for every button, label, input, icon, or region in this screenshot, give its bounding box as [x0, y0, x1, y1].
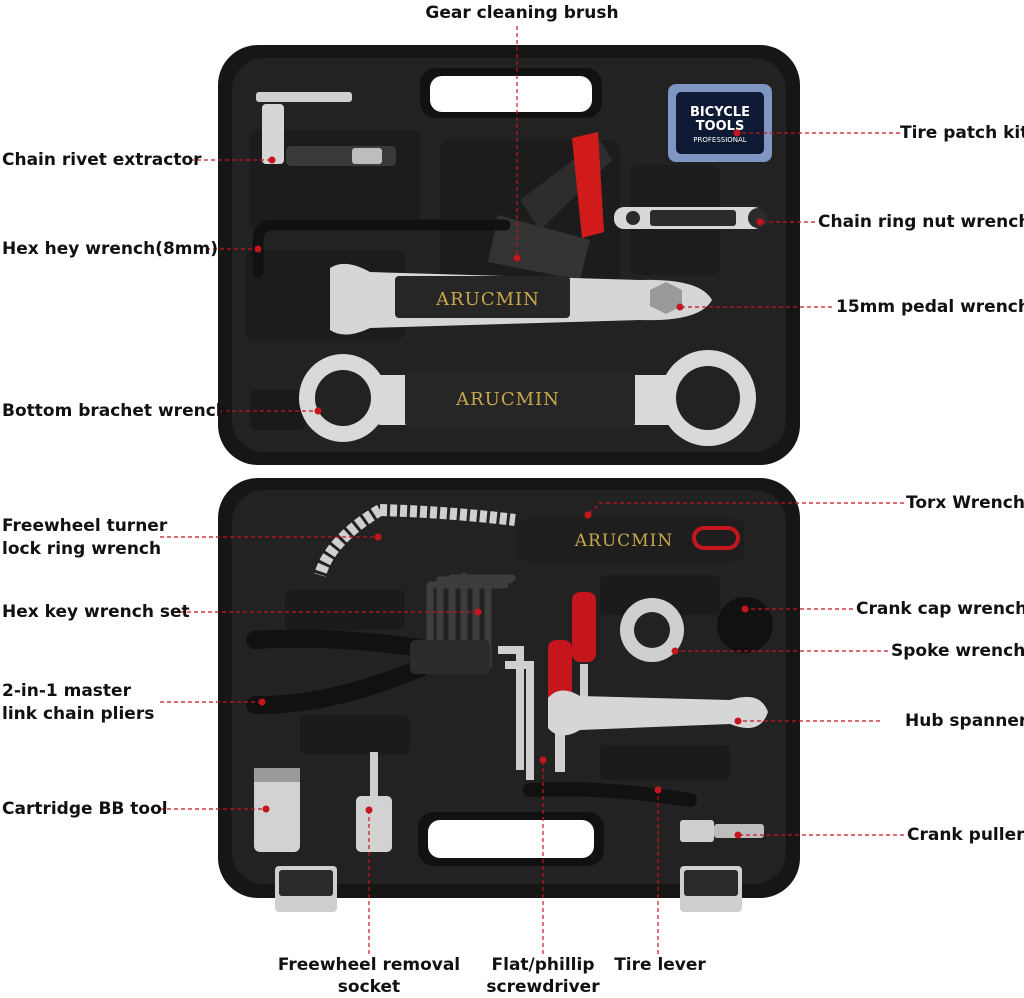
- chain-whip-brand: ARUCMIN: [574, 531, 673, 551]
- label-crank-cap-wrench: Crank cap wrench: [856, 599, 1024, 619]
- label-freewheel-socket-2: socket: [337, 977, 401, 997]
- label-spoke-wrench: Spoke wrench: [891, 641, 1024, 661]
- label-pedal-wrench: 15mm pedal wrench: [836, 297, 1024, 317]
- patch-kit-line2: TOOLS: [696, 119, 745, 134]
- label-freewheel-socket-1: Freewheel removal: [277, 955, 461, 975]
- patch-kit-line1: BICYCLE: [690, 105, 750, 120]
- patch-kit-line3: PROFESSIONAL: [693, 136, 747, 144]
- label-hex-key-set: Hex key wrench set: [2, 602, 190, 622]
- bb-wrench-brand: ARUCMIN: [455, 389, 560, 410]
- hex-key-8mm: [252, 219, 511, 278]
- label-cartridge-bb-tool: Cartridge BB tool: [2, 799, 168, 819]
- label-chain-rivet-extractor: Chain rivet extractor: [2, 150, 202, 170]
- chain-whip: ARUCMIN: [314, 504, 745, 577]
- spoke-wrench: [620, 598, 684, 662]
- label-freewheel-turner-2: lock ring wrench: [2, 539, 162, 559]
- chain-rivet-extractor: [256, 92, 396, 166]
- cartridge-bb-tool: [254, 768, 300, 852]
- label-crank-puller: Crank puller: [907, 825, 1024, 845]
- label-bottom-bracket-wrench: Bottom brachet wrench: [2, 401, 228, 421]
- tire-levers: [523, 782, 697, 807]
- master-link-pliers: [246, 629, 490, 715]
- label-hub-spanner: Hub spanner: [905, 711, 1024, 731]
- crank-puller: [680, 820, 764, 842]
- label-hex-key-8mm: Hex hey wrench(8mm): [2, 239, 218, 259]
- label-tire-patch-kit: Tire patch kit: [900, 123, 1024, 143]
- pedal-wrench-brand: ARUCMIN: [435, 289, 540, 310]
- pedal-wrench-15mm: ARUCMIN: [330, 263, 712, 335]
- tire-patch-kit: BICYCLE TOOLS PROFESSIONAL: [668, 84, 772, 162]
- label-gear-cleaning-brush: Gear cleaning brush: [425, 3, 619, 23]
- crank-cap-wrench: [717, 597, 773, 653]
- label-tire-lever: Tire lever: [614, 955, 706, 975]
- freewheel-socket: [356, 752, 392, 852]
- label-freewheel-turner-1: Freewheel turner: [2, 516, 168, 536]
- label-screwdriver-1: Flat/phillip: [491, 955, 595, 975]
- gear-cleaning-brush: [488, 132, 612, 280]
- label-master-link-1: 2-in-1 master: [2, 681, 131, 701]
- hex-key-set: [426, 572, 534, 780]
- label-master-link-2: link chain pliers: [2, 704, 155, 724]
- hub-spanner: [548, 690, 768, 736]
- leader-dots: [254, 129, 764, 839]
- label-torx-wrench: Torx Wrench: [906, 493, 1024, 513]
- label-screwdriver-2: screwdriver: [486, 977, 600, 997]
- bottom-bracket-wrench: ARUCMIN: [299, 350, 756, 446]
- screwdrivers: [548, 592, 596, 772]
- leader-lines: [160, 26, 904, 954]
- chain-ring-nut-wrench: [614, 207, 768, 229]
- label-chain-ring-nut-wrench: Chain ring nut wrench: [818, 212, 1024, 232]
